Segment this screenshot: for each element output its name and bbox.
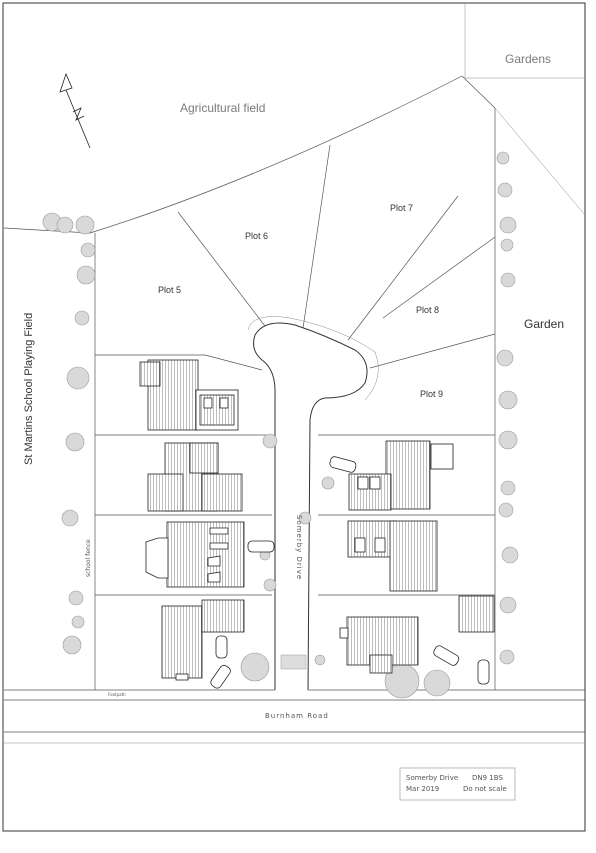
title-block-line2-right: Do not scale [463, 785, 507, 793]
plot9-label: Plot 9 [420, 389, 443, 399]
garden-right-label: Garden [524, 317, 564, 331]
plot5-label: Plot 5 [158, 285, 181, 295]
somerby-drive-label: Somerby Drive [295, 515, 303, 580]
house-east-3 [339, 595, 495, 674]
burnham-road-label: Burnham Road [265, 712, 329, 720]
playing-field-label: St Martins School Playing Field [23, 313, 35, 465]
school-fence-label: school fence [85, 539, 92, 577]
somerby-drive [247, 316, 379, 691]
title-block-line1-right: DN9 1BS [472, 774, 503, 782]
garden-trees [240, 433, 451, 699]
plot8-label: Plot 8 [416, 305, 439, 315]
title-block-line1-left: Somerby Drive [406, 774, 458, 782]
trees-west [42, 212, 96, 655]
plot6-label: Plot 6 [245, 231, 268, 241]
house-west-3 [145, 521, 245, 588]
cars [210, 456, 490, 689]
trees-east [496, 151, 519, 665]
north-arrow-icon [59, 72, 91, 149]
plot7-label: Plot 7 [390, 203, 413, 213]
site-boundary [94, 108, 496, 690]
footpath-label: Footpath [108, 692, 126, 697]
gardens-top-label: Gardens [505, 52, 551, 66]
title-block [399, 767, 516, 801]
house-plot5 [139, 359, 239, 431]
house-west-2 [147, 442, 243, 512]
map-border [2, 2, 586, 832]
title-block-line2-left: Mar 2019 [406, 785, 439, 793]
house-west-4 [161, 599, 245, 681]
house-east-2 [347, 520, 438, 592]
house-plot9 [348, 440, 454, 511]
field-boundaries [3, 3, 586, 369]
agricultural-field-label: Agricultural field [180, 101, 265, 115]
